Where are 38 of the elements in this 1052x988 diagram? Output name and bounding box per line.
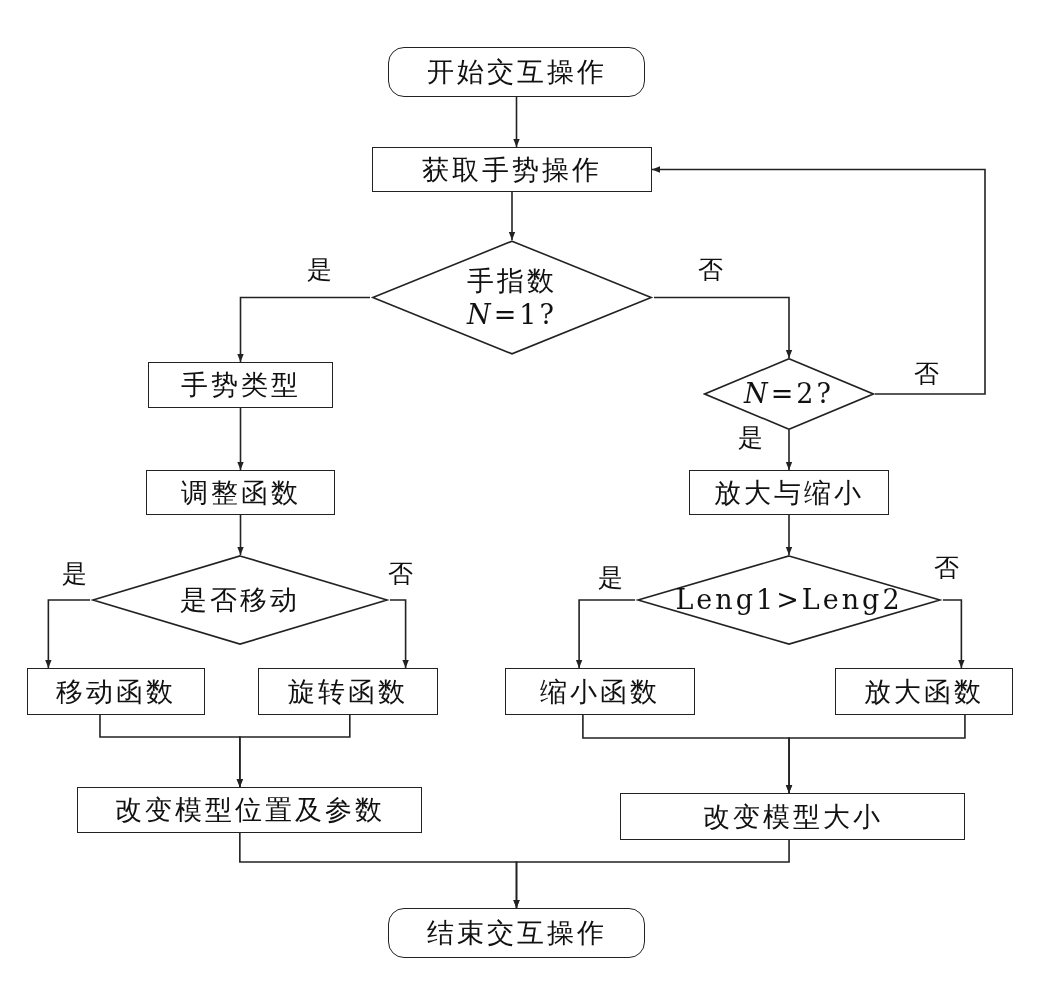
edge-label: 是 <box>305 256 334 284</box>
edge-label: 否 <box>386 560 415 588</box>
process-box: 移动函数 <box>27 668 205 715</box>
arrow <box>653 296 793 359</box>
process-box: 缩小函数 <box>505 668 695 715</box>
arrow <box>237 514 244 556</box>
edge-label: 否 <box>932 554 961 582</box>
arrow <box>513 839 790 909</box>
terminal-box: 开始交互操作 <box>388 47 645 97</box>
process-box: 调整函数 <box>146 470 335 515</box>
process-box: 手势类型 <box>148 362 333 408</box>
arrow <box>237 296 371 363</box>
arrow <box>236 714 351 788</box>
arrow <box>389 599 409 669</box>
arrow <box>651 166 986 395</box>
process-box: 改变模型大小 <box>620 793 965 840</box>
edge-label: 是 <box>596 564 625 592</box>
arrow <box>237 407 244 471</box>
edge-label: 是 <box>736 424 765 452</box>
process-box: 放大与缩小 <box>689 470 889 515</box>
arrow <box>513 96 520 148</box>
arrow <box>785 429 793 471</box>
edge-label: 否 <box>696 256 725 284</box>
process-box: 获取手势操作 <box>372 147 652 192</box>
process-box: 旋转函数 <box>258 668 438 715</box>
arrow <box>785 714 966 794</box>
arrow <box>575 599 636 669</box>
arrow <box>785 514 793 556</box>
arrow <box>45 599 91 669</box>
process-box: 放大函数 <box>835 668 1013 715</box>
edge-label: 否 <box>912 360 941 388</box>
process-box: 改变模型位置及参数 <box>77 787 422 833</box>
edge-label: 是 <box>60 560 89 588</box>
arrow <box>508 191 516 241</box>
arrow <box>942 599 965 669</box>
terminal-box: 结束交互操作 <box>388 908 645 958</box>
decision-diamond: 手指数 N=1? <box>370 240 654 355</box>
decision-diamond: 是否移动 <box>90 555 390 645</box>
